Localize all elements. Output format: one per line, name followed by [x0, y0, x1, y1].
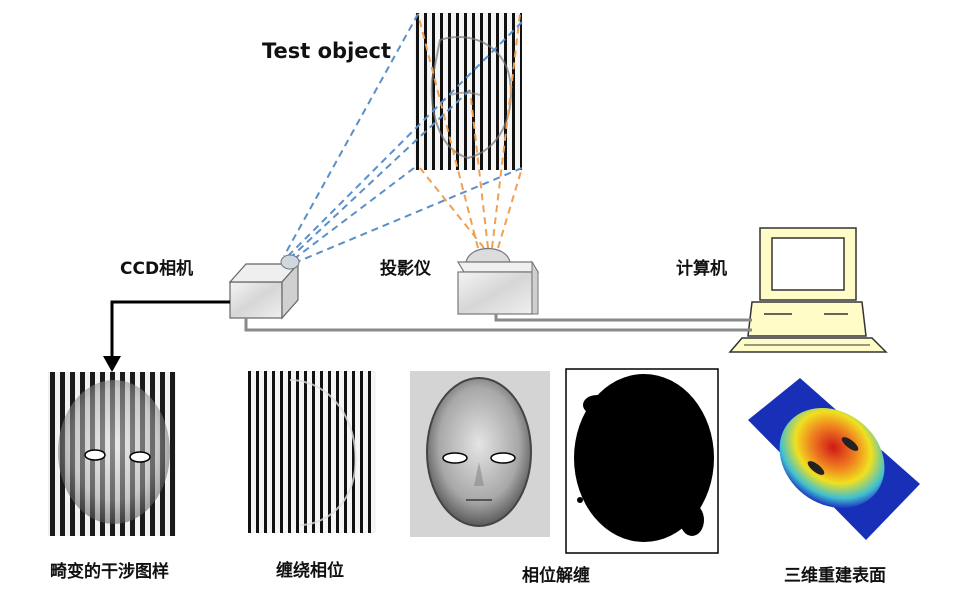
- reconstructed-surface-image: [748, 378, 920, 540]
- test-object-label: Test object: [262, 39, 392, 63]
- projector-label: 投影仪: [380, 259, 431, 279]
- projector-icon: [456, 248, 540, 315]
- ccd-camera-icon: [228, 254, 300, 320]
- distorted-fringes-caption: 畸变的干涉图样: [50, 562, 169, 582]
- wrapped-phase-image: [248, 371, 376, 533]
- camera-to-image-arrow: [103, 300, 230, 372]
- projector-rays: [417, 13, 523, 249]
- grey-face-image: [410, 371, 550, 537]
- phase-unwrapping-caption: 相位解缠: [522, 566, 590, 586]
- cables: [244, 314, 752, 332]
- computer-icon: [728, 227, 888, 353]
- computer-label: 计算机: [676, 259, 727, 279]
- reconstructed-surface-caption: 三维重建表面: [784, 566, 886, 586]
- distorted-fringe-image: [48, 372, 176, 536]
- phase-unwrapping-image: [565, 368, 719, 554]
- ccd-camera-label: CCD相机: [120, 259, 194, 279]
- wrapped-phase-caption: 缠绕相位: [276, 561, 344, 581]
- camera-rays: [283, 13, 523, 265]
